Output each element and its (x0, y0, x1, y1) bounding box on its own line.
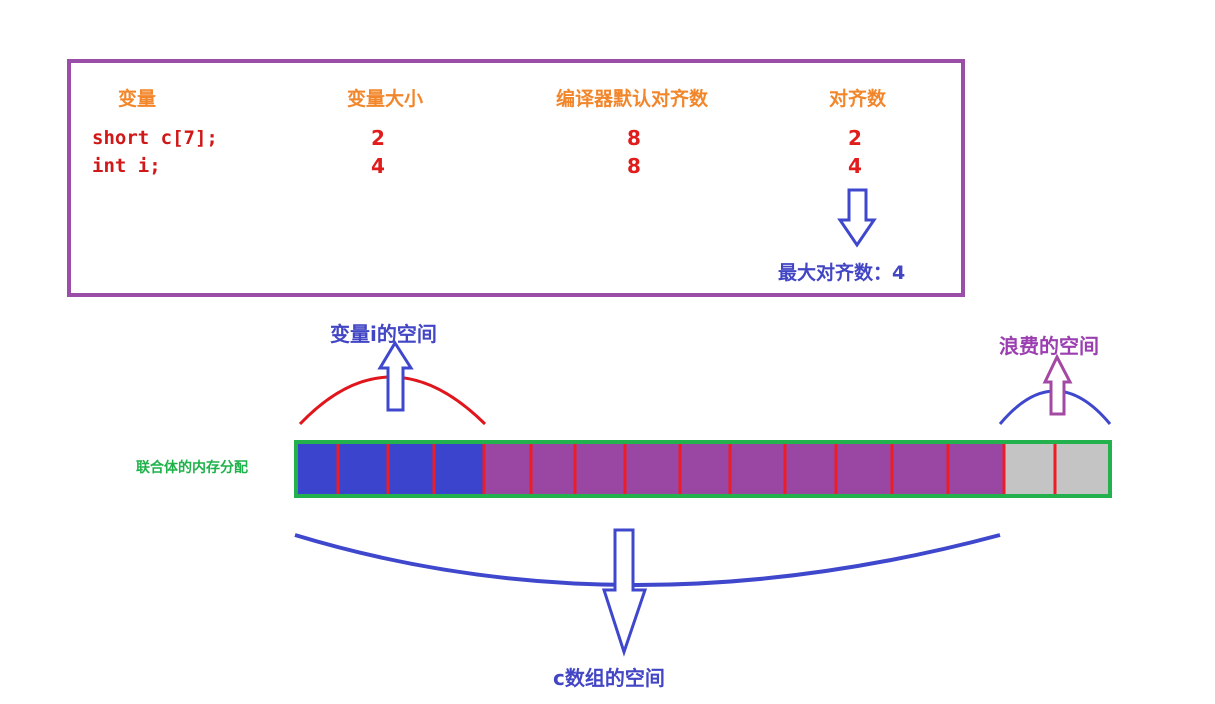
header-default-alignment: 编译器默认对齐数 (556, 88, 709, 110)
cell-divider (336, 444, 340, 494)
row-c-variable: short c[7]; (92, 127, 218, 149)
cell-divider (386, 444, 390, 494)
memory-bar (294, 440, 1112, 498)
header-variable-size: 变量大小 (347, 88, 424, 110)
memory-cell-int-i (434, 444, 484, 494)
row-c-default-align: 8 (627, 126, 641, 150)
int-span-curve (298, 375, 487, 426)
cell-divider (678, 444, 682, 494)
up-arrow-waste-icon (1042, 353, 1073, 416)
row-c-align: 2 (848, 126, 862, 150)
cell-divider (946, 444, 950, 494)
cell-divider (834, 444, 838, 494)
memory-cell-padding (1004, 444, 1055, 494)
padding-span-curve (998, 389, 1112, 425)
memory-cell-int-i (298, 444, 338, 494)
cell-divider (573, 444, 577, 494)
memory-cell-c-array (948, 444, 1004, 494)
cell-divider (1053, 444, 1057, 494)
memory-cell-c-array (785, 444, 836, 494)
memory-cell-int-i (338, 444, 388, 494)
cell-divider (728, 444, 732, 494)
i-space-label: 变量i的空间 (330, 322, 437, 346)
c-array-span-curve (294, 533, 1001, 587)
row-i-variable: int i; (92, 155, 161, 177)
cell-divider (623, 444, 627, 494)
row-c-size: 2 (371, 126, 385, 150)
union-layout-label: 联合体的内存分配 (136, 460, 248, 476)
header-alignment: 对齐数 (829, 88, 887, 110)
cell-divider (783, 444, 787, 494)
row-i-align: 4 (848, 154, 862, 178)
c-space-label: c数组的空间 (553, 666, 665, 690)
memory-cell-c-array (625, 444, 680, 494)
cell-divider (1002, 444, 1006, 494)
memory-cell-c-array (730, 444, 785, 494)
up-arrow-i-icon (377, 340, 414, 412)
memory-cell-c-array (575, 444, 625, 494)
memory-cell-c-array (680, 444, 730, 494)
cell-divider (482, 444, 486, 494)
row-i-default-align: 8 (627, 154, 641, 178)
down-arrow-c-icon (601, 528, 648, 657)
wasted-space-label: 浪费的空间 (999, 334, 1099, 358)
alignment-table (67, 59, 965, 297)
memory-cell-c-array (484, 444, 531, 494)
memory-cell-c-array (892, 444, 948, 494)
cell-divider (432, 444, 436, 494)
cell-divider (529, 444, 533, 494)
max-alignment-label: 最大对齐数：4 (778, 262, 906, 284)
cell-divider (890, 444, 894, 494)
memory-cells (298, 444, 1108, 494)
memory-cell-c-array (531, 444, 575, 494)
memory-cell-padding (1055, 444, 1108, 494)
row-i-size: 4 (371, 154, 385, 178)
memory-cell-c-array (836, 444, 892, 494)
header-variable: 变量 (118, 88, 157, 110)
memory-cell-int-i (388, 444, 434, 494)
